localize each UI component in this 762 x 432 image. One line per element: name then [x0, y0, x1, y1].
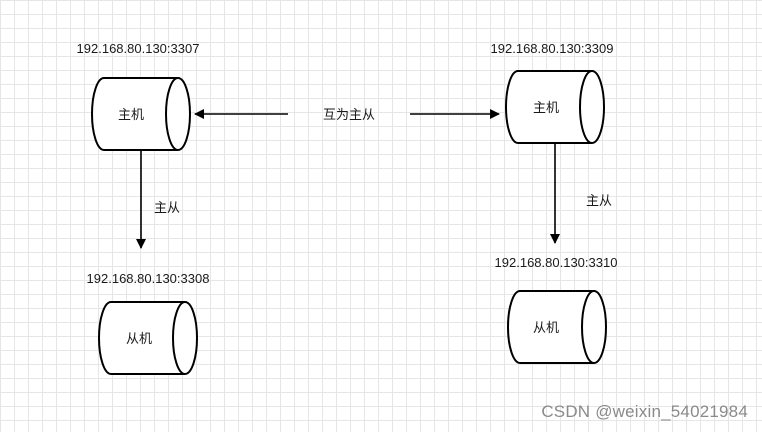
- master-3309-address: 192.168.80.130:3309: [490, 41, 614, 56]
- slave-3308-cylinder[interactable]: [98, 301, 198, 375]
- master-3309-label: 主机: [532, 100, 560, 115]
- edge-label-3307-3308: 主从: [154, 200, 181, 215]
- edge-label-mutual: 互为主从: [322, 107, 376, 122]
- master-3307-cylinder[interactable]: [91, 77, 191, 151]
- master-3307-address: 192.168.80.130:3307: [76, 41, 200, 56]
- slave-3308-label: 从机: [125, 331, 153, 346]
- watermark-text: CSDN @weixin_54021984: [541, 402, 748, 421]
- edge-label-3309-3310: 主从: [586, 193, 613, 208]
- slave-3310-address: 192.168.80.130:3310: [494, 255, 618, 270]
- slave-3310-cylinder[interactable]: [507, 290, 607, 364]
- slave-3308-address: 192.168.80.130:3308: [86, 271, 210, 286]
- master-3307-label: 主机: [117, 107, 145, 122]
- slave-3310-label: 从机: [532, 320, 560, 335]
- master-3309-cylinder[interactable]: [505, 70, 605, 144]
